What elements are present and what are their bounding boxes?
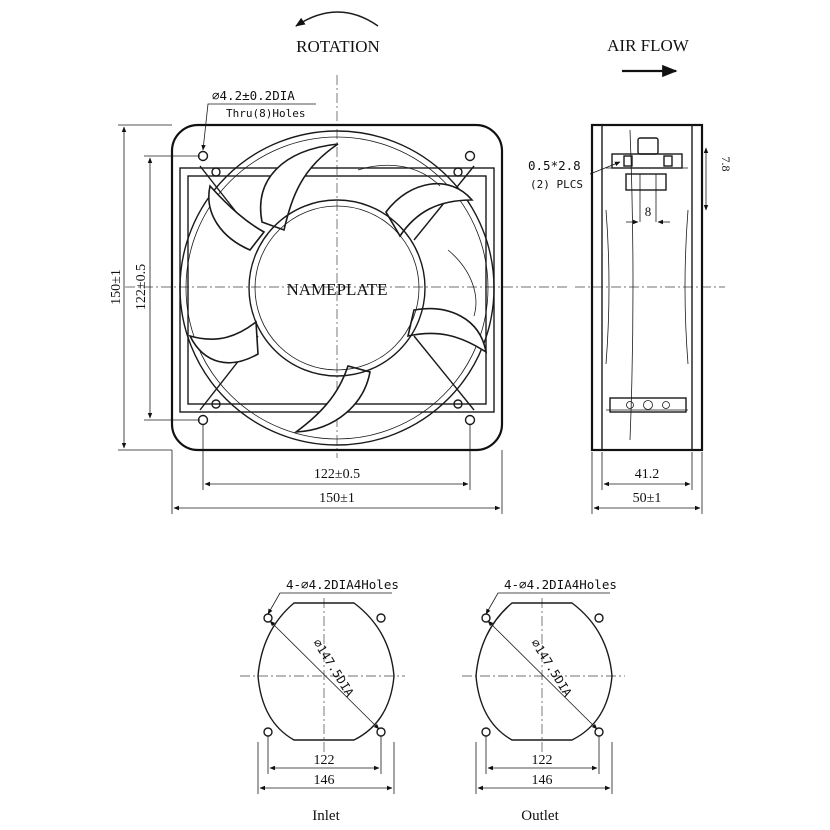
mounting-hole [464, 414, 476, 426]
mounting-hole [376, 613, 386, 623]
inlet-opening [257, 602, 395, 741]
mounting-hole [481, 613, 491, 623]
hole-thru-label: Thru(8)Holes [226, 107, 305, 120]
side-outer-label: 50±1 [633, 491, 662, 506]
mounting-hole [594, 727, 604, 737]
terminal-tab [623, 155, 633, 167]
outlet-outer-label: 146 [532, 773, 553, 788]
mounting-hole [263, 727, 273, 737]
outlet-inner-label: 122 [532, 753, 553, 768]
terminal-size-label: 0.5*2.8 [528, 158, 581, 173]
terminal-height-label: 7.8 [719, 157, 733, 172]
rotation-indicator: ROTATION [295, 11, 380, 56]
side-body [590, 123, 704, 452]
inlet-holes-label: 4-⌀4.2DIA4Holes [286, 577, 399, 592]
mounting-hole [376, 727, 386, 737]
inlet-caption: Inlet [312, 808, 340, 824]
mounting-holes [197, 150, 476, 426]
height-inner-label: 122±0.5 [134, 264, 149, 310]
front-view: NAMEPLATE ⌀4.2±0.2DIA Thru(8)Holes 150±1… [109, 75, 570, 514]
terminal-plcs-label: (2) PLCS [530, 178, 583, 191]
mounting-hole [263, 613, 273, 623]
inlet-inner-label: 122 [314, 753, 335, 768]
outlet-opening [475, 602, 613, 741]
airflow-label: AIR FLOW [607, 36, 690, 55]
height-outer-label: 150±1 [109, 269, 124, 305]
terminal-tab [663, 155, 673, 167]
width-inner-label: 122±0.5 [314, 467, 360, 482]
side-label-strip [609, 397, 687, 413]
terminal-gap-label: 8 [645, 204, 652, 219]
nameplate-label: NAMEPLATE [286, 280, 387, 299]
outlet-holes-label: 4-⌀4.2DIA4Holes [504, 577, 617, 592]
fan-hub [248, 199, 426, 377]
inlet-view: ⌀147.5DIA 4-⌀4.2DIA4Holes 122 146 Inlet [240, 577, 405, 824]
fan-blades [188, 143, 488, 433]
width-outer-label: 150±1 [319, 491, 355, 506]
terminal-block [611, 137, 683, 222]
fan-venturi [179, 130, 495, 446]
side-view: 0.5*2.8 (2) PLCS 8 7.8 41.2 50±1 [528, 123, 733, 514]
rotation-arrow-icon [295, 11, 379, 27]
hole-dia-label: ⌀4.2±0.2DIA [212, 88, 295, 103]
mounting-hole [211, 399, 221, 409]
mounting-hole [481, 727, 491, 737]
height-dimensions: 150±1 122±0.5 [109, 124, 200, 451]
mounting-hole [453, 399, 463, 409]
mounting-hole [594, 613, 604, 623]
side-inner-label: 41.2 [635, 467, 660, 482]
mounting-hole [211, 167, 221, 177]
mounting-hole [464, 150, 476, 162]
outlet-view: ⌀147.5DIA 4-⌀4.2DIA4Holes 122 146 Outlet [462, 577, 625, 824]
airflow-indicator: AIR FLOW [607, 36, 690, 78]
fan-frame-outer [170, 123, 504, 452]
outlet-caption: Outlet [521, 808, 559, 824]
mounting-hole [453, 167, 463, 177]
width-dimensions: 122±0.5 150±1 [171, 424, 503, 514]
rotation-label: ROTATION [296, 37, 380, 56]
inlet-outer-label: 146 [314, 773, 335, 788]
